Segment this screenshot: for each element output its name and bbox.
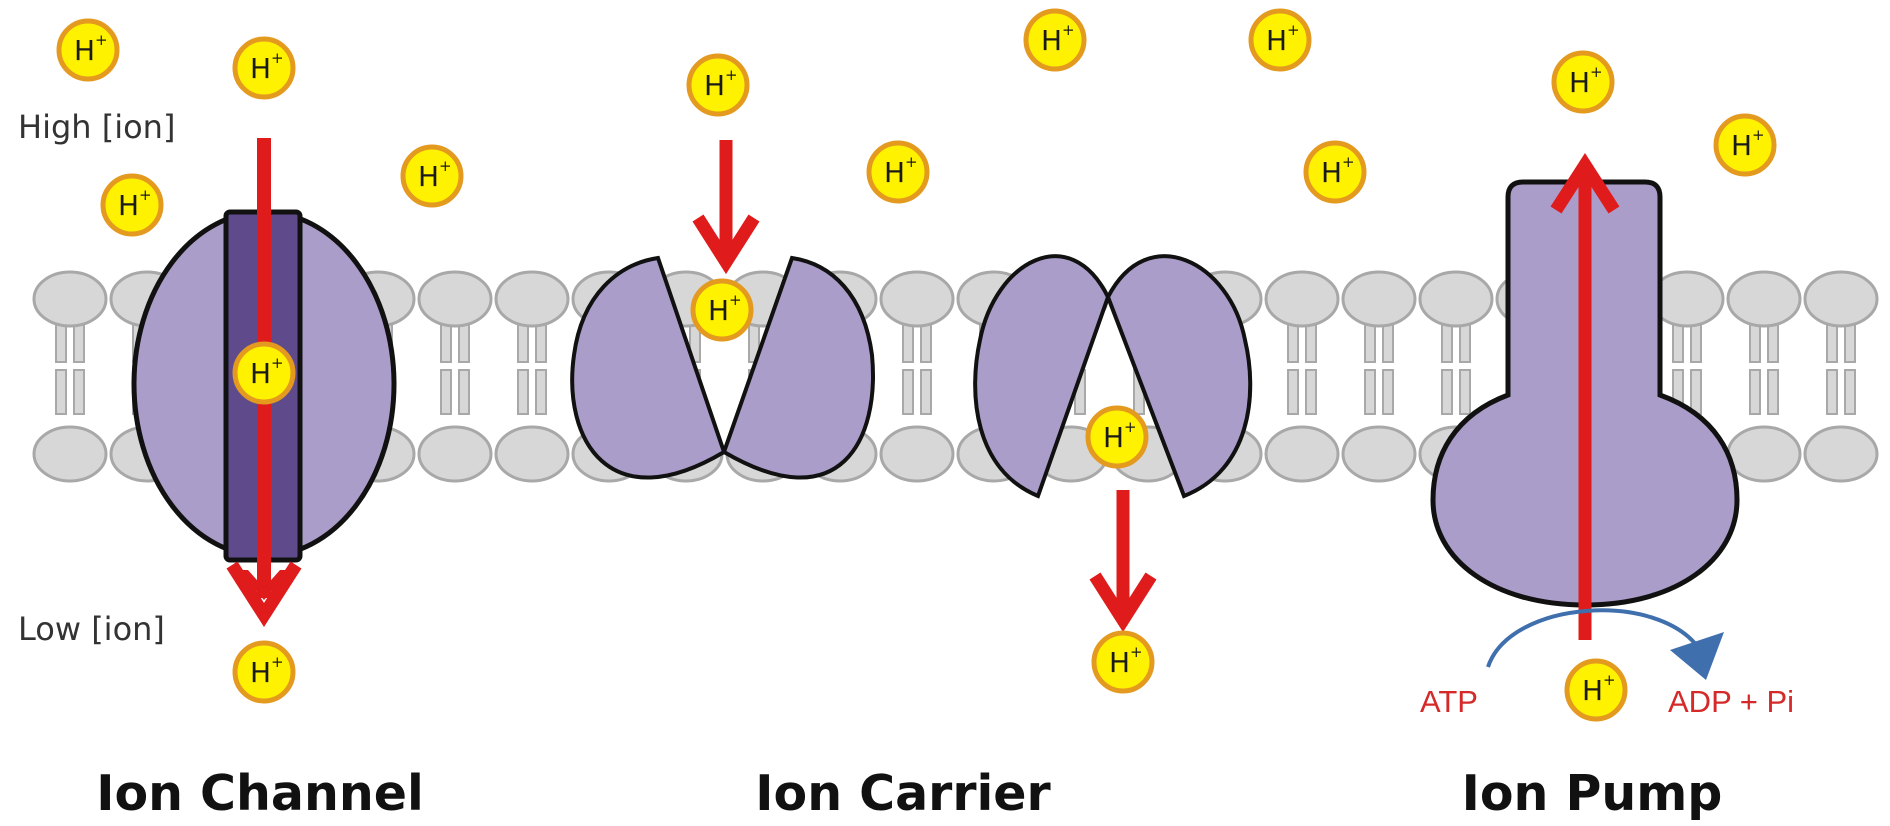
phospholipid-pair bbox=[419, 272, 491, 481]
high-concentration-label: High [ion] bbox=[18, 108, 175, 146]
lipid-head-bottom bbox=[881, 427, 953, 481]
svg-text:+: + bbox=[905, 153, 918, 171]
hydrogen-ion: H+ bbox=[1716, 116, 1774, 174]
phospholipid-pair bbox=[496, 272, 568, 481]
hydrogen-ion: H+ bbox=[1026, 11, 1084, 69]
svg-text:H: H bbox=[704, 69, 725, 102]
svg-text:H: H bbox=[1041, 24, 1062, 57]
lipid-head-bottom bbox=[1266, 427, 1338, 481]
svg-text:H: H bbox=[1582, 674, 1603, 707]
hydrogen-ion: H+ bbox=[103, 176, 161, 234]
hydrogen-ion: H+ bbox=[403, 147, 461, 205]
lipid-head-top bbox=[34, 272, 106, 326]
ion-carrier-title: Ion Carrier bbox=[755, 765, 1051, 822]
lipid-head-bottom bbox=[1805, 427, 1877, 481]
svg-text:H: H bbox=[250, 656, 271, 689]
ion-pump-title: Ion Pump bbox=[1462, 765, 1723, 822]
lipid-head-bottom bbox=[34, 427, 106, 481]
svg-text:+: + bbox=[439, 157, 452, 175]
svg-text:H: H bbox=[1103, 421, 1124, 454]
svg-text:H: H bbox=[708, 294, 729, 327]
adp-pi-label: ADP + Pi bbox=[1668, 684, 1794, 719]
hydrogen-ion: H+ bbox=[1088, 408, 1146, 466]
lipid-head-bottom bbox=[1343, 427, 1415, 481]
atp-energy-arrow bbox=[1488, 610, 1700, 667]
lipid-head-top bbox=[1805, 272, 1877, 326]
svg-text:+: + bbox=[1062, 21, 1075, 39]
lipid-head-top bbox=[1343, 272, 1415, 326]
hydrogen-ion: H+ bbox=[1567, 661, 1625, 719]
hydrogen-ion: H+ bbox=[235, 39, 293, 97]
lipid-head-top bbox=[1728, 272, 1800, 326]
ion-channel-title: Ion Channel bbox=[96, 765, 424, 822]
svg-text:H: H bbox=[1321, 156, 1342, 189]
atp-energy-arrowhead bbox=[1670, 632, 1724, 680]
hydrogen-ion: H+ bbox=[1251, 11, 1309, 69]
phospholipid-pair bbox=[1266, 272, 1338, 481]
hydrogen-ion: H+ bbox=[693, 281, 751, 339]
svg-text:+: + bbox=[1603, 671, 1616, 689]
hydrogen-ion: H+ bbox=[1094, 633, 1152, 691]
carrier-in-arrow bbox=[698, 140, 754, 262]
svg-text:+: + bbox=[1124, 418, 1137, 436]
svg-text:+: + bbox=[1130, 643, 1143, 661]
svg-text:+: + bbox=[725, 66, 738, 84]
lipid-head-top bbox=[881, 272, 953, 326]
lipid-head-top bbox=[1266, 272, 1338, 326]
svg-text:H: H bbox=[884, 156, 905, 189]
lipid-head-bottom bbox=[1728, 427, 1800, 481]
hydrogen-ion: H+ bbox=[235, 643, 293, 701]
lipid-head-top bbox=[419, 272, 491, 326]
svg-text:+: + bbox=[1287, 21, 1300, 39]
lipid-head-top bbox=[496, 272, 568, 326]
lipid-head-top bbox=[1420, 272, 1492, 326]
svg-text:H: H bbox=[118, 189, 139, 222]
phospholipid-pair bbox=[34, 272, 106, 481]
svg-text:H: H bbox=[1266, 24, 1287, 57]
svg-text:H: H bbox=[1569, 66, 1590, 99]
carrier-out-arrow bbox=[1095, 490, 1151, 620]
svg-text:+: + bbox=[1342, 153, 1355, 171]
hydrogen-ion: H+ bbox=[869, 143, 927, 201]
phospholipid-pair bbox=[1728, 272, 1800, 481]
svg-text:H: H bbox=[250, 357, 271, 390]
hydrogen-ion: H+ bbox=[689, 56, 747, 114]
svg-text:+: + bbox=[729, 291, 742, 309]
phospholipid-pair bbox=[1343, 272, 1415, 481]
svg-text:+: + bbox=[271, 653, 284, 671]
hydrogen-ion: H+ bbox=[59, 21, 117, 79]
low-concentration-label: Low [ion] bbox=[18, 610, 165, 648]
svg-text:+: + bbox=[271, 354, 284, 372]
hydrogen-ion: H+ bbox=[1306, 143, 1364, 201]
lipid-head-bottom bbox=[419, 427, 491, 481]
hydrogen-ion: H+ bbox=[1554, 53, 1612, 111]
svg-text:H: H bbox=[1109, 646, 1130, 679]
atp-label: ATP bbox=[1420, 684, 1478, 719]
svg-text:+: + bbox=[1590, 63, 1603, 81]
svg-text:+: + bbox=[139, 186, 152, 204]
svg-text:+: + bbox=[1752, 126, 1765, 144]
svg-text:H: H bbox=[250, 52, 271, 85]
svg-text:H: H bbox=[418, 160, 439, 193]
svg-text:+: + bbox=[271, 49, 284, 67]
phospholipid-pair bbox=[881, 272, 953, 481]
svg-text:H: H bbox=[1731, 129, 1752, 162]
lipid-head-bottom bbox=[496, 427, 568, 481]
svg-text:+: + bbox=[95, 31, 108, 49]
svg-text:H: H bbox=[74, 34, 95, 67]
phospholipid-pair bbox=[1805, 272, 1877, 481]
hydrogen-ion: H+ bbox=[235, 344, 293, 402]
